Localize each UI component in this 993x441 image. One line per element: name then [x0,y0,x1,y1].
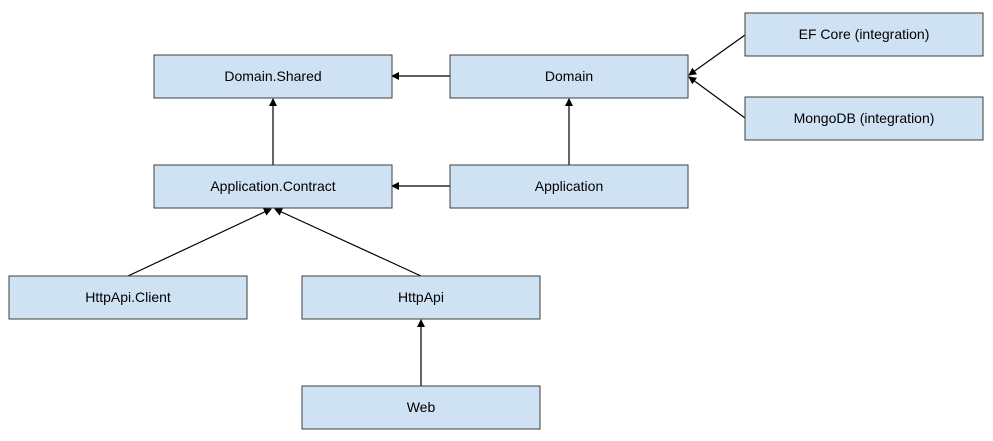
node-application-contract[interactable]: Application.Contract [153,164,393,209]
node-domain-shared[interactable]: Domain.Shared [153,54,393,99]
node-label: Application.Contract [210,178,335,194]
node-application[interactable]: Application [449,164,689,209]
node-label: Domain.Shared [224,68,321,84]
node-label: MongoDB (integration) [794,110,935,126]
node-label: Domain [545,68,593,84]
edge-mongodb-to-domain [688,76,746,119]
dependency-arrows [127,34,746,386]
edge-httpapi-client-to-application-contract [127,208,272,277]
node-mongodb[interactable]: MongoDB (integration) [744,96,984,141]
node-ef-core[interactable]: EF Core (integration) [744,12,984,57]
edge-ef-core-to-domain [688,34,746,76]
node-httpapi-client[interactable]: HttpApi.Client [8,275,248,320]
node-label: HttpApi.Client [85,289,171,305]
edge-httpapi-to-application-contract [274,208,422,277]
node-label: HttpApi [398,289,444,305]
node-label: EF Core (integration) [799,26,930,42]
node-label: Application [535,178,604,194]
node-web[interactable]: Web [301,385,541,430]
node-httpapi[interactable]: HttpApi [301,275,541,320]
node-label: Web [407,399,436,415]
node-domain[interactable]: Domain [449,54,689,99]
